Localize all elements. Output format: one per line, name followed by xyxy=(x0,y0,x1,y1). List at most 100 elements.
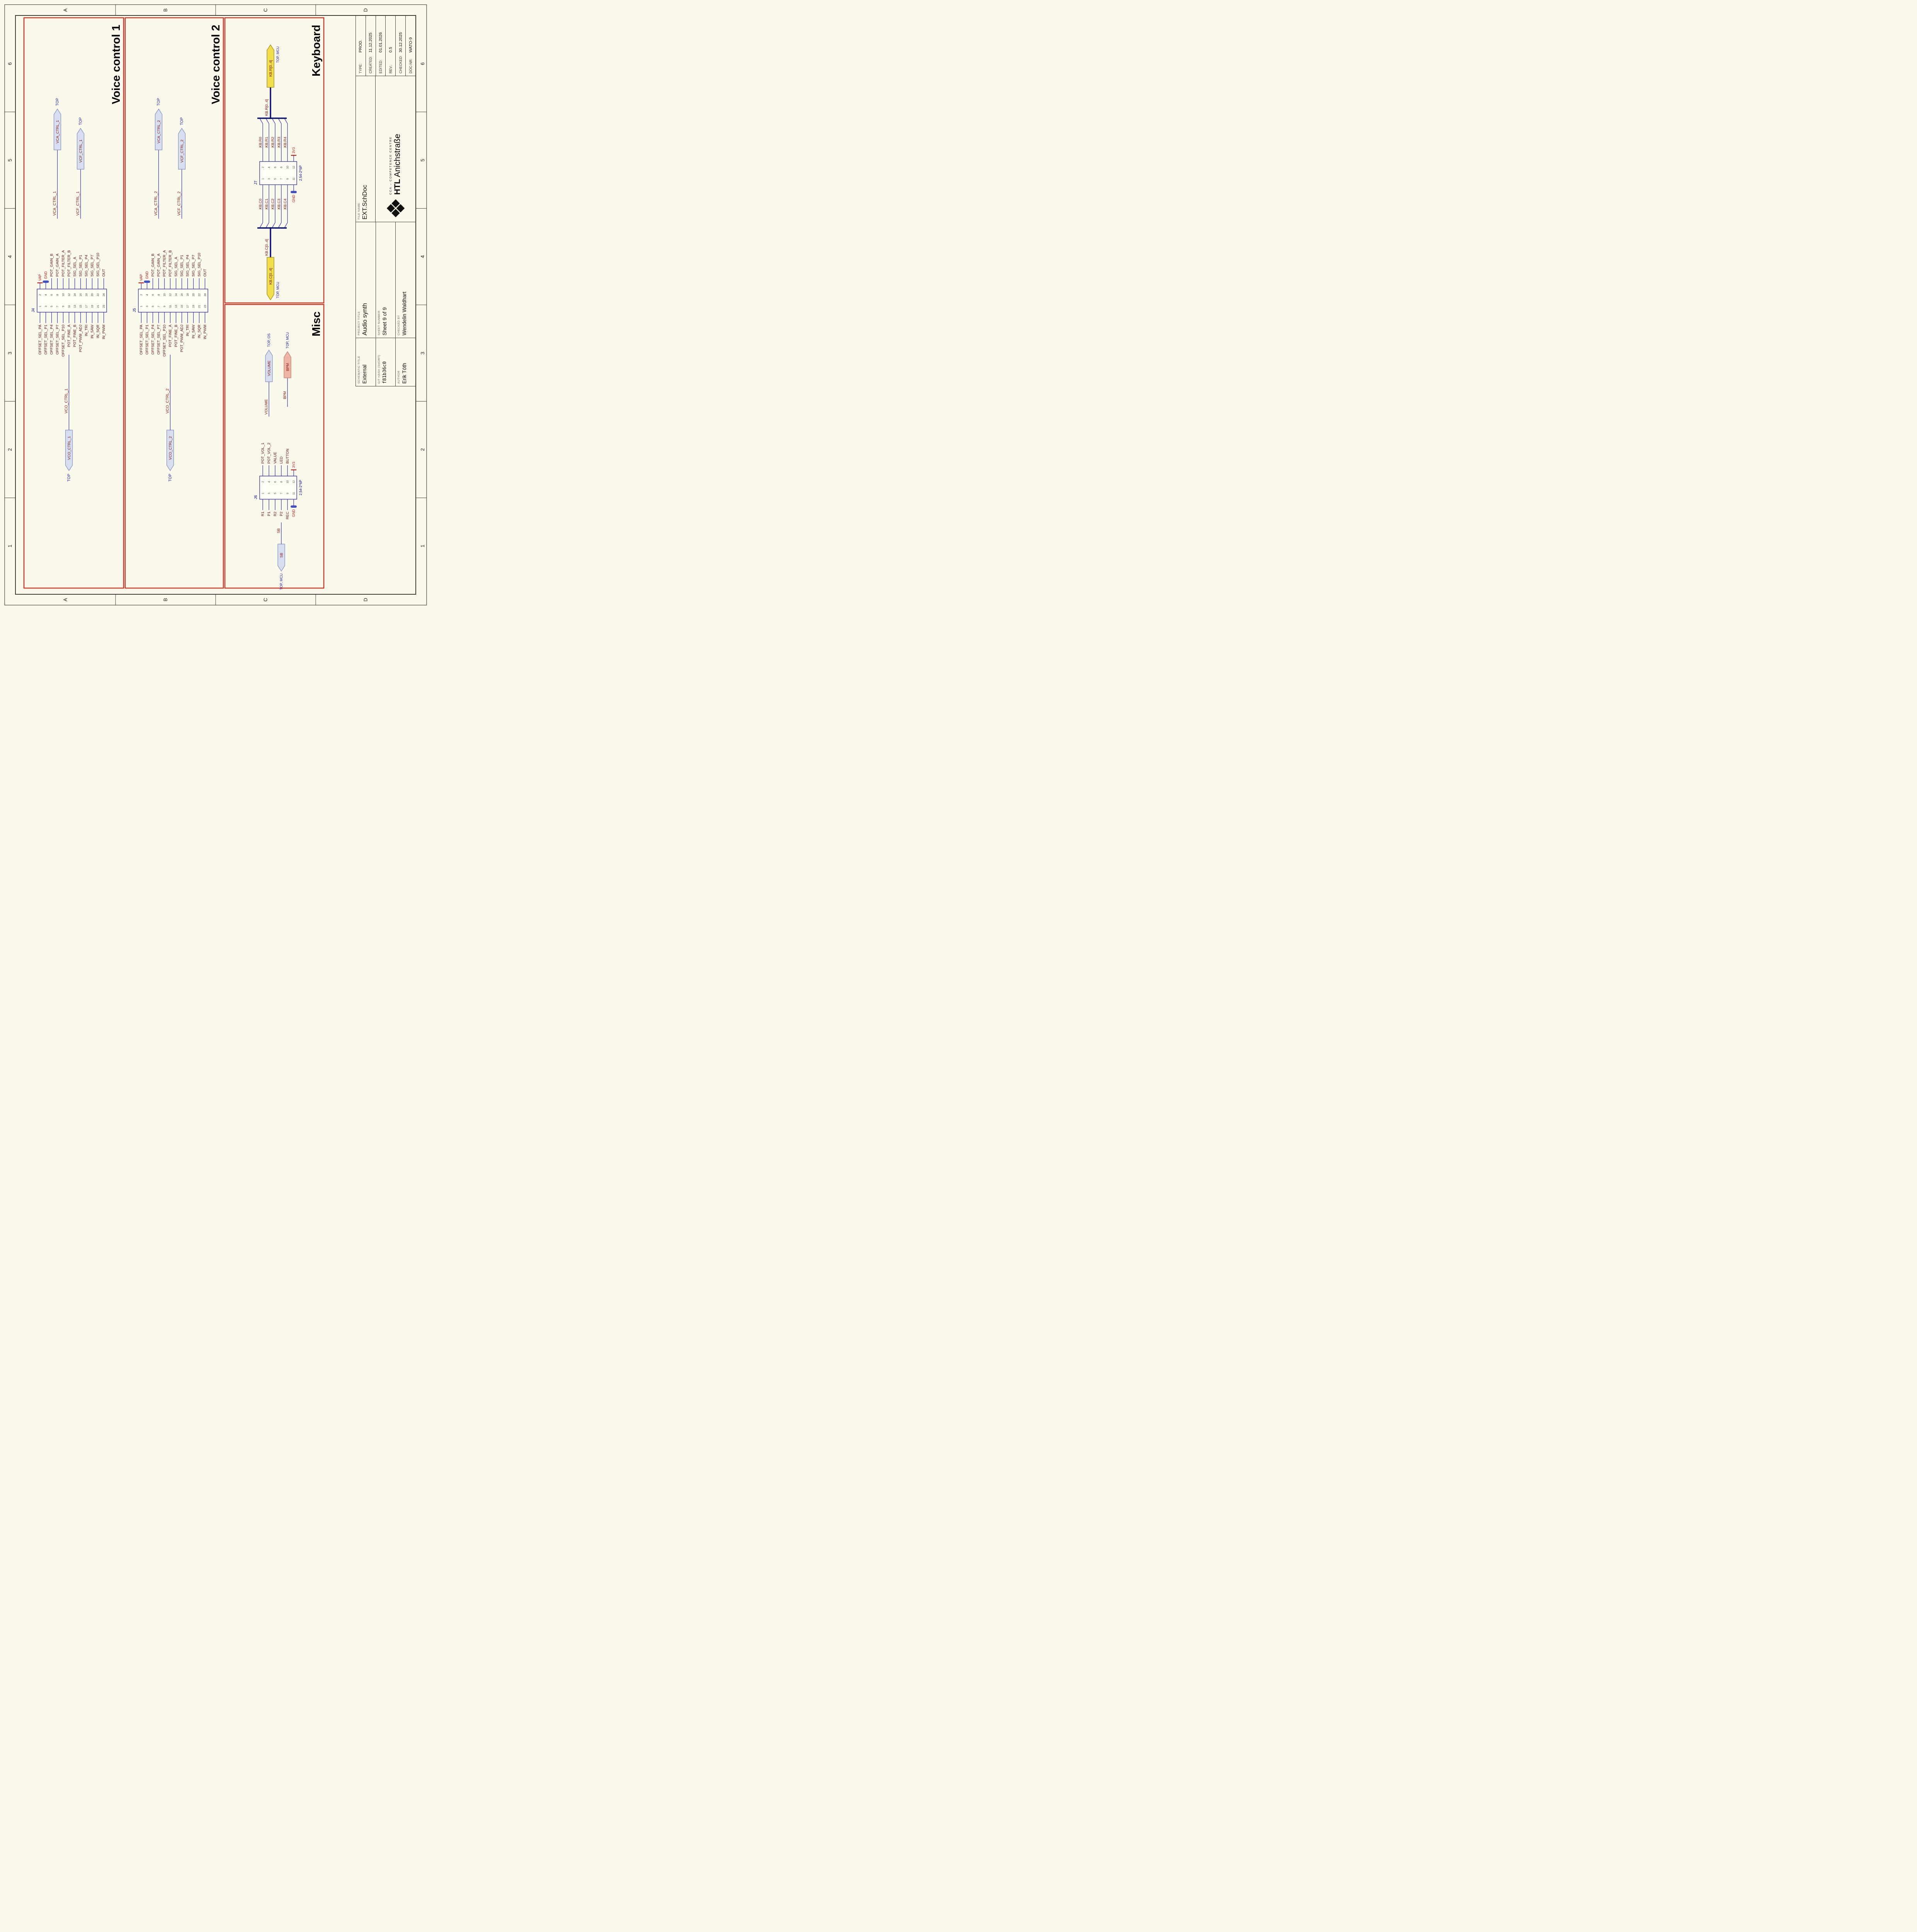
pin-number: 24 xyxy=(204,293,207,296)
sheet-ref: TOP xyxy=(67,474,71,482)
port-label: KB.C[0..4] xyxy=(269,268,273,284)
section-voice1-box xyxy=(23,17,124,589)
pin-net-label: SIG_SEL_P4 xyxy=(186,255,190,277)
pin-number: 6 xyxy=(51,294,53,296)
section-misc-box xyxy=(224,304,325,589)
sheet-ref: TOP xyxy=(79,117,83,125)
gnd-symbol xyxy=(43,281,49,283)
pin-number: 1 xyxy=(140,306,143,307)
bus-entry xyxy=(265,222,269,228)
section-keyboard-title: Keyboard xyxy=(310,25,323,77)
pin-number: 10 xyxy=(287,480,289,483)
org-name-bold: HTL xyxy=(393,179,402,195)
grid-column-label: 5 xyxy=(7,159,13,162)
git-hash-label: GIT HASH (SHORT) xyxy=(377,355,381,384)
port xyxy=(267,44,274,88)
pin-number: 18 xyxy=(187,293,189,296)
meta-label: DOC-NR: xyxy=(408,58,413,74)
connector-designator: J6 xyxy=(254,495,258,499)
pin-net-label: R1 xyxy=(261,512,265,516)
sheet-ref: TOP, MCU xyxy=(286,332,289,349)
pin-number: 17 xyxy=(85,305,88,308)
pin-number: 6 xyxy=(152,294,155,296)
grid-column-label: 3 xyxy=(7,352,13,354)
bus-entry xyxy=(278,222,282,228)
pin-number: 16 xyxy=(181,293,184,296)
port-label: VCA_CTRL_2 xyxy=(157,120,161,143)
grid-column-label: 1 xyxy=(420,545,425,548)
author-value: Erik Tóth xyxy=(401,363,408,384)
pin-net-label: OFFSET_SEL_P7 xyxy=(56,325,60,355)
pin-net-label: SIG_SEL_P7 xyxy=(192,255,196,277)
net-label: BPM xyxy=(283,391,287,399)
sheet-number-cell: SHEET NUMBER Sheet 9 of 9 xyxy=(376,222,396,338)
file-name-cell: FILE NAME EXT.SchDoc xyxy=(356,76,376,222)
pin-number: 12 xyxy=(293,480,296,483)
pin-number: 15 xyxy=(80,305,82,308)
pin-net-label: VALUE xyxy=(273,452,277,464)
pin-number: 22 xyxy=(198,293,201,296)
pin-net-label: IN_PWM xyxy=(102,325,106,339)
sheet-ref: TOP xyxy=(56,98,60,106)
org-name: HTL Anichstraße xyxy=(393,134,402,195)
meta-row-type: TYPE: PROD. xyxy=(356,16,366,76)
pin-number: 8 xyxy=(281,481,283,483)
pin-number: 8 xyxy=(56,294,59,296)
title-block-col-file: FILE NAME EXT.SchDoc CCA – COMPETENCE CE… xyxy=(356,76,415,222)
project-title-label: PROJECT TITLE xyxy=(357,311,361,335)
power-label: VAP xyxy=(38,274,42,281)
author-cell: AUTHOR Erik Tóth xyxy=(396,338,415,386)
grid-column-label: 5 xyxy=(420,159,425,162)
connector-part: 2.54-2*6P xyxy=(299,165,303,181)
pin-number: 6 xyxy=(274,481,277,483)
meta-row-edited: EDITED: 01.01.2026 xyxy=(376,16,386,76)
project-title-cell: PROJECT TITLE Audio synth xyxy=(356,222,376,338)
bus-entry xyxy=(265,118,269,124)
pin-number: 22 xyxy=(97,293,100,296)
grid-row-label: A xyxy=(63,598,68,601)
schematic-title-label: SCHEMATIC TITLE xyxy=(357,356,361,384)
pin-number: 7 xyxy=(281,178,283,180)
sheet-ref: TOP, MCU xyxy=(276,46,280,63)
port-label: SB xyxy=(280,553,284,558)
meta-value: 30.12.2025 xyxy=(398,32,403,53)
pin-net-label: SIG_SEL_A xyxy=(73,257,77,277)
pin-number: 2 xyxy=(262,481,265,483)
net-label: KB.C[0..4] xyxy=(265,239,269,256)
sheet-ref: TOP, MCU xyxy=(276,282,280,298)
pin-number: 11 xyxy=(68,305,71,308)
title-block-col-project: PROJECT TITLE Audio synth SHEET NUMBER S… xyxy=(356,222,415,338)
pin-net-label: OFFSET_SEL_P4 xyxy=(151,325,155,355)
pin-net-label: IN_TRI xyxy=(186,325,190,336)
pin-net-label: OFFSET_SEL_P4 xyxy=(50,325,54,355)
pin-number: 11 xyxy=(293,177,296,180)
pin-number: 4 xyxy=(268,167,271,168)
connector-body xyxy=(138,289,208,313)
connector-body xyxy=(259,161,297,185)
pin-number: 6 xyxy=(274,167,277,168)
pin-number: 10 xyxy=(287,166,289,169)
pin-net-label: KB.R2 xyxy=(271,137,275,147)
port xyxy=(155,108,163,150)
pin-number: 10 xyxy=(163,293,166,296)
sheet-ref: TOP xyxy=(157,98,161,106)
git-hash-value: f81b36c0 xyxy=(381,361,387,384)
schematic-title-value: External xyxy=(362,364,367,384)
port xyxy=(267,257,274,301)
port-label: KB.R[0..4] xyxy=(269,60,273,77)
project-title-value: Audio synth xyxy=(362,303,368,335)
pin-net-label: OFFSET_SEL_P1 xyxy=(145,325,150,355)
pin-number: 3 xyxy=(146,306,149,307)
file-name-value: EXT.SchDoc xyxy=(362,185,368,219)
port xyxy=(77,128,85,170)
port-label: VOLUME xyxy=(267,361,272,376)
pin-net-label: POT_VOL_2 xyxy=(267,443,271,464)
power-label: GND xyxy=(292,509,296,517)
pin-net-label: POT_VOL_1 xyxy=(261,443,265,464)
pin-net-label: POT_FILTER_A xyxy=(163,250,167,277)
grid-row-label: B xyxy=(163,9,168,12)
pin-number: 21 xyxy=(97,305,100,308)
